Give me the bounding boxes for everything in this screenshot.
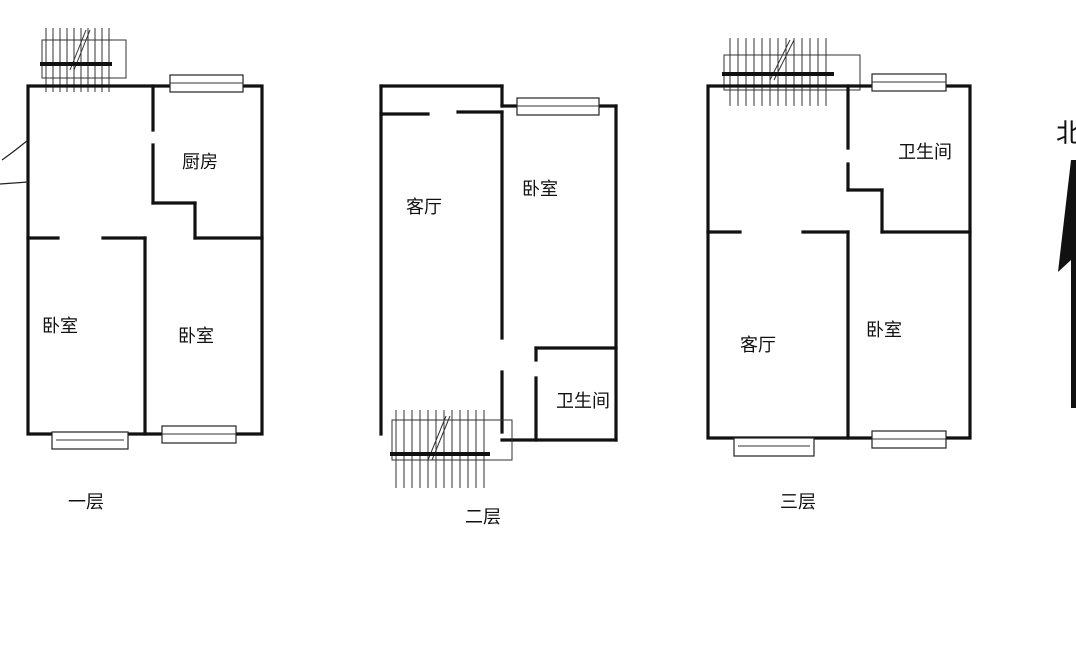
floor-1-plan: 厨房 卧室 卧室 一层 (0, 28, 264, 513)
floor-3-interior-walls (706, 84, 972, 440)
floor-1-stair (40, 28, 127, 92)
floor-1-interior-walls (26, 84, 264, 436)
floor-label-1: 一层 (68, 492, 104, 513)
floor-label-2: 二层 (465, 507, 501, 528)
floor-3-plan: 卫生间 客厅 卧室 三层 (706, 38, 972, 513)
floor-2-plan: 客厅 卧室 卫生间 二层 (379, 84, 618, 528)
north-arrow: 北 (1056, 119, 1076, 408)
room-label-bedroom: 卧室 (522, 179, 558, 200)
floor-2-outer-wall (379, 84, 618, 442)
floor-3-outer-wall (706, 84, 972, 440)
floor-3-window-bottom-left (733, 437, 815, 457)
room-label-bedroom-right: 卧室 (178, 326, 214, 347)
floor-2-interior-walls (379, 110, 618, 442)
room-label-bathroom: 卫生间 (898, 142, 952, 163)
stair-outline (41, 39, 127, 79)
floor-3-stair (722, 38, 861, 106)
north-label: 北 (1056, 119, 1076, 149)
room-label-living: 客厅 (406, 197, 442, 218)
room-label-living: 客厅 (740, 335, 776, 356)
floor-2-stair (390, 410, 513, 488)
room-label-kitchen: 厨房 (182, 152, 218, 173)
room-label-bedroom: 卧室 (866, 320, 902, 341)
floor-label-3: 三层 (780, 492, 816, 513)
floor-1-entry-door (0, 139, 29, 185)
room-label-bathroom: 卫生间 (556, 391, 610, 412)
north-arrow-icon (1058, 160, 1076, 408)
room-label-bedroom-left: 卧室 (42, 316, 78, 337)
